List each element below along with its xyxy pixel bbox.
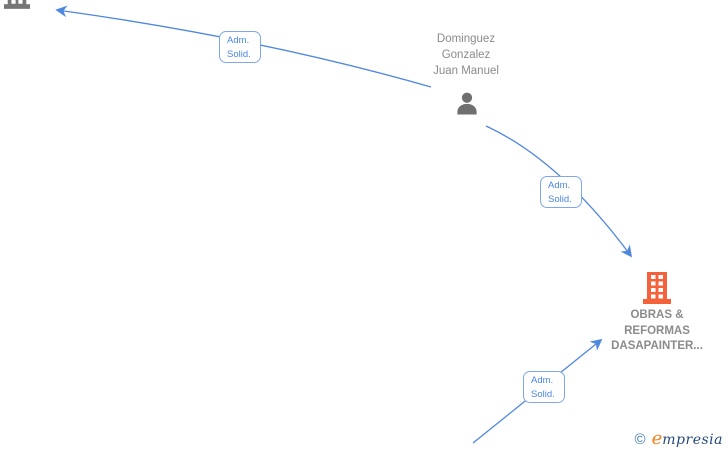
company-name-line: REFORMAS	[624, 324, 690, 337]
person-name-line: Juan Manuel	[433, 65, 499, 77]
edge-label-adm-solid-1[interactable]: Adm. Solid.	[219, 31, 261, 63]
company-partial-node[interactable]	[4, 0, 34, 10]
building-icon	[4, 0, 30, 9]
edge-label-line: Solid.	[531, 388, 555, 400]
edge-label-line: Solid.	[548, 193, 572, 205]
brand-rest: mpresia	[662, 432, 723, 448]
company-name-line: OBRAS &	[630, 309, 684, 321]
edge-label-line: Adm.	[531, 375, 554, 386]
empresia-watermark: © empresia	[635, 428, 723, 449]
person-name-line: Dominguez	[436, 33, 496, 45]
brand-initial: e	[651, 428, 663, 449]
building-icon[interactable]	[643, 272, 671, 304]
edge-person-to-company	[485, 125, 633, 258]
edge-label-line: Adm.	[548, 180, 571, 191]
person-name-line: Gonzalez	[441, 49, 491, 61]
person-icon[interactable]	[452, 89, 482, 120]
edge-label-adm-solid-2[interactable]: Adm. Solid.	[540, 176, 582, 208]
edge-label-line: Solid.	[227, 48, 251, 60]
copyright-icon: ©	[634, 431, 646, 448]
brand-logo: empresia	[652, 428, 723, 449]
edge-label-adm-solid-3[interactable]: Adm. Solid.	[523, 371, 565, 403]
edge-label-line: Adm.	[227, 35, 250, 46]
company-name-line: DASAPAINTER...	[611, 340, 703, 352]
person-node-label[interactable]: Dominguez Gonzalez Juan Manuel	[396, 31, 536, 79]
company-node-label[interactable]: OBRAS & REFORMAS DASAPAINTER...	[587, 308, 727, 355]
